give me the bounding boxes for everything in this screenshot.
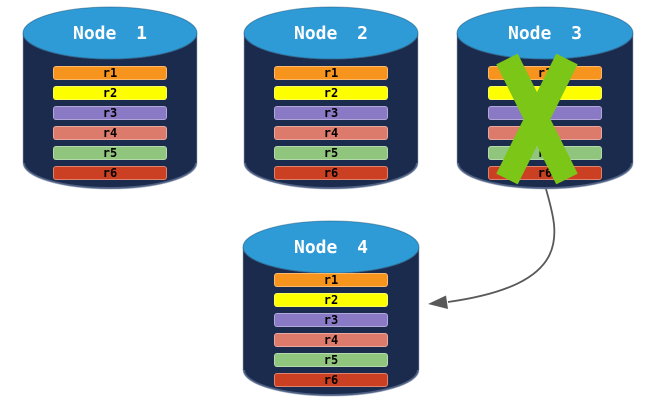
- row-label: r3: [102, 106, 118, 120]
- node-title: Node 1: [72, 22, 148, 44]
- row-bar-r4: r4: [274, 333, 388, 347]
- row-label: r5: [323, 146, 339, 160]
- cylinder-top: [243, 6, 419, 60]
- row-label: r5: [537, 146, 553, 160]
- row-bar-r1: r1: [274, 66, 388, 80]
- db-node-3: Node 3 r1 r2 r3 r4 r5 r6: [456, 6, 634, 190]
- row-label: r2: [102, 86, 118, 100]
- row-label: r4: [323, 126, 339, 140]
- row-bar-r2: r2: [274, 86, 388, 100]
- row-bar-r1: r1: [53, 66, 167, 80]
- row-label: r3: [323, 313, 339, 327]
- row-label: r5: [323, 353, 339, 367]
- row-label: r1: [323, 273, 339, 287]
- row-label: r1: [537, 66, 553, 80]
- db-node-4: Node 4 r1 r2 r3 r4 r5 r6: [242, 220, 420, 397]
- cylinder-top: [22, 6, 198, 60]
- row-label: r3: [323, 106, 339, 120]
- row-label: r2: [537, 86, 553, 100]
- row-bar-r5: r5: [53, 146, 167, 160]
- row-bar-r5: r5: [488, 146, 602, 160]
- row-bar-r2: r2: [53, 86, 167, 100]
- db-node-1: Node 1 r1 r2 r3 r4 r5 r6: [22, 6, 198, 190]
- row-bar-r3: r3: [274, 313, 388, 327]
- cylinder-bottom-rim: [457, 162, 633, 189]
- row-label: r2: [323, 293, 339, 307]
- row-bar-r3: r3: [488, 106, 602, 120]
- row-bar-r6: r6: [274, 373, 388, 387]
- node-title: Node 3: [507, 22, 583, 44]
- row-bar-r6: r6: [488, 166, 602, 180]
- row-label: r4: [102, 126, 118, 140]
- cylinder-bottom-rim: [23, 162, 197, 189]
- row-bar-r2: r2: [488, 86, 602, 100]
- row-label: r2: [323, 86, 339, 100]
- row-label: r4: [323, 333, 339, 347]
- row-label: r4: [537, 126, 553, 140]
- row-bar-r3: r3: [53, 106, 167, 120]
- row-bar-r4: r4: [488, 126, 602, 140]
- row-bar-r1: r1: [274, 273, 388, 287]
- row-bar-r5: r5: [274, 353, 388, 367]
- node-title: Node 4: [293, 236, 369, 258]
- row-bar-r4: r4: [274, 126, 388, 140]
- row-label: r6: [537, 166, 553, 180]
- row-bar-r4: r4: [53, 126, 167, 140]
- row-bar-r3: r3: [274, 106, 388, 120]
- db-node-2: Node 2 r1 r2 r3 r4 r5 r6: [243, 6, 419, 190]
- row-bar-r1: r1: [488, 66, 602, 80]
- row-bar-r5: r5: [274, 146, 388, 160]
- row-label: r1: [102, 66, 118, 80]
- cylinder-bottom-rim: [244, 162, 418, 189]
- row-label: r6: [102, 166, 118, 180]
- row-label: r5: [102, 146, 118, 160]
- row-label: r3: [537, 106, 553, 120]
- row-bar-r6: r6: [53, 166, 167, 180]
- cylinder-bottom-rim: [243, 369, 419, 396]
- row-bar-r6: r6: [274, 166, 388, 180]
- node-title: Node 2: [293, 22, 369, 44]
- row-label: r6: [323, 373, 339, 387]
- row-label: r6: [323, 166, 339, 180]
- row-label: r1: [323, 66, 339, 80]
- row-bar-r2: r2: [274, 293, 388, 307]
